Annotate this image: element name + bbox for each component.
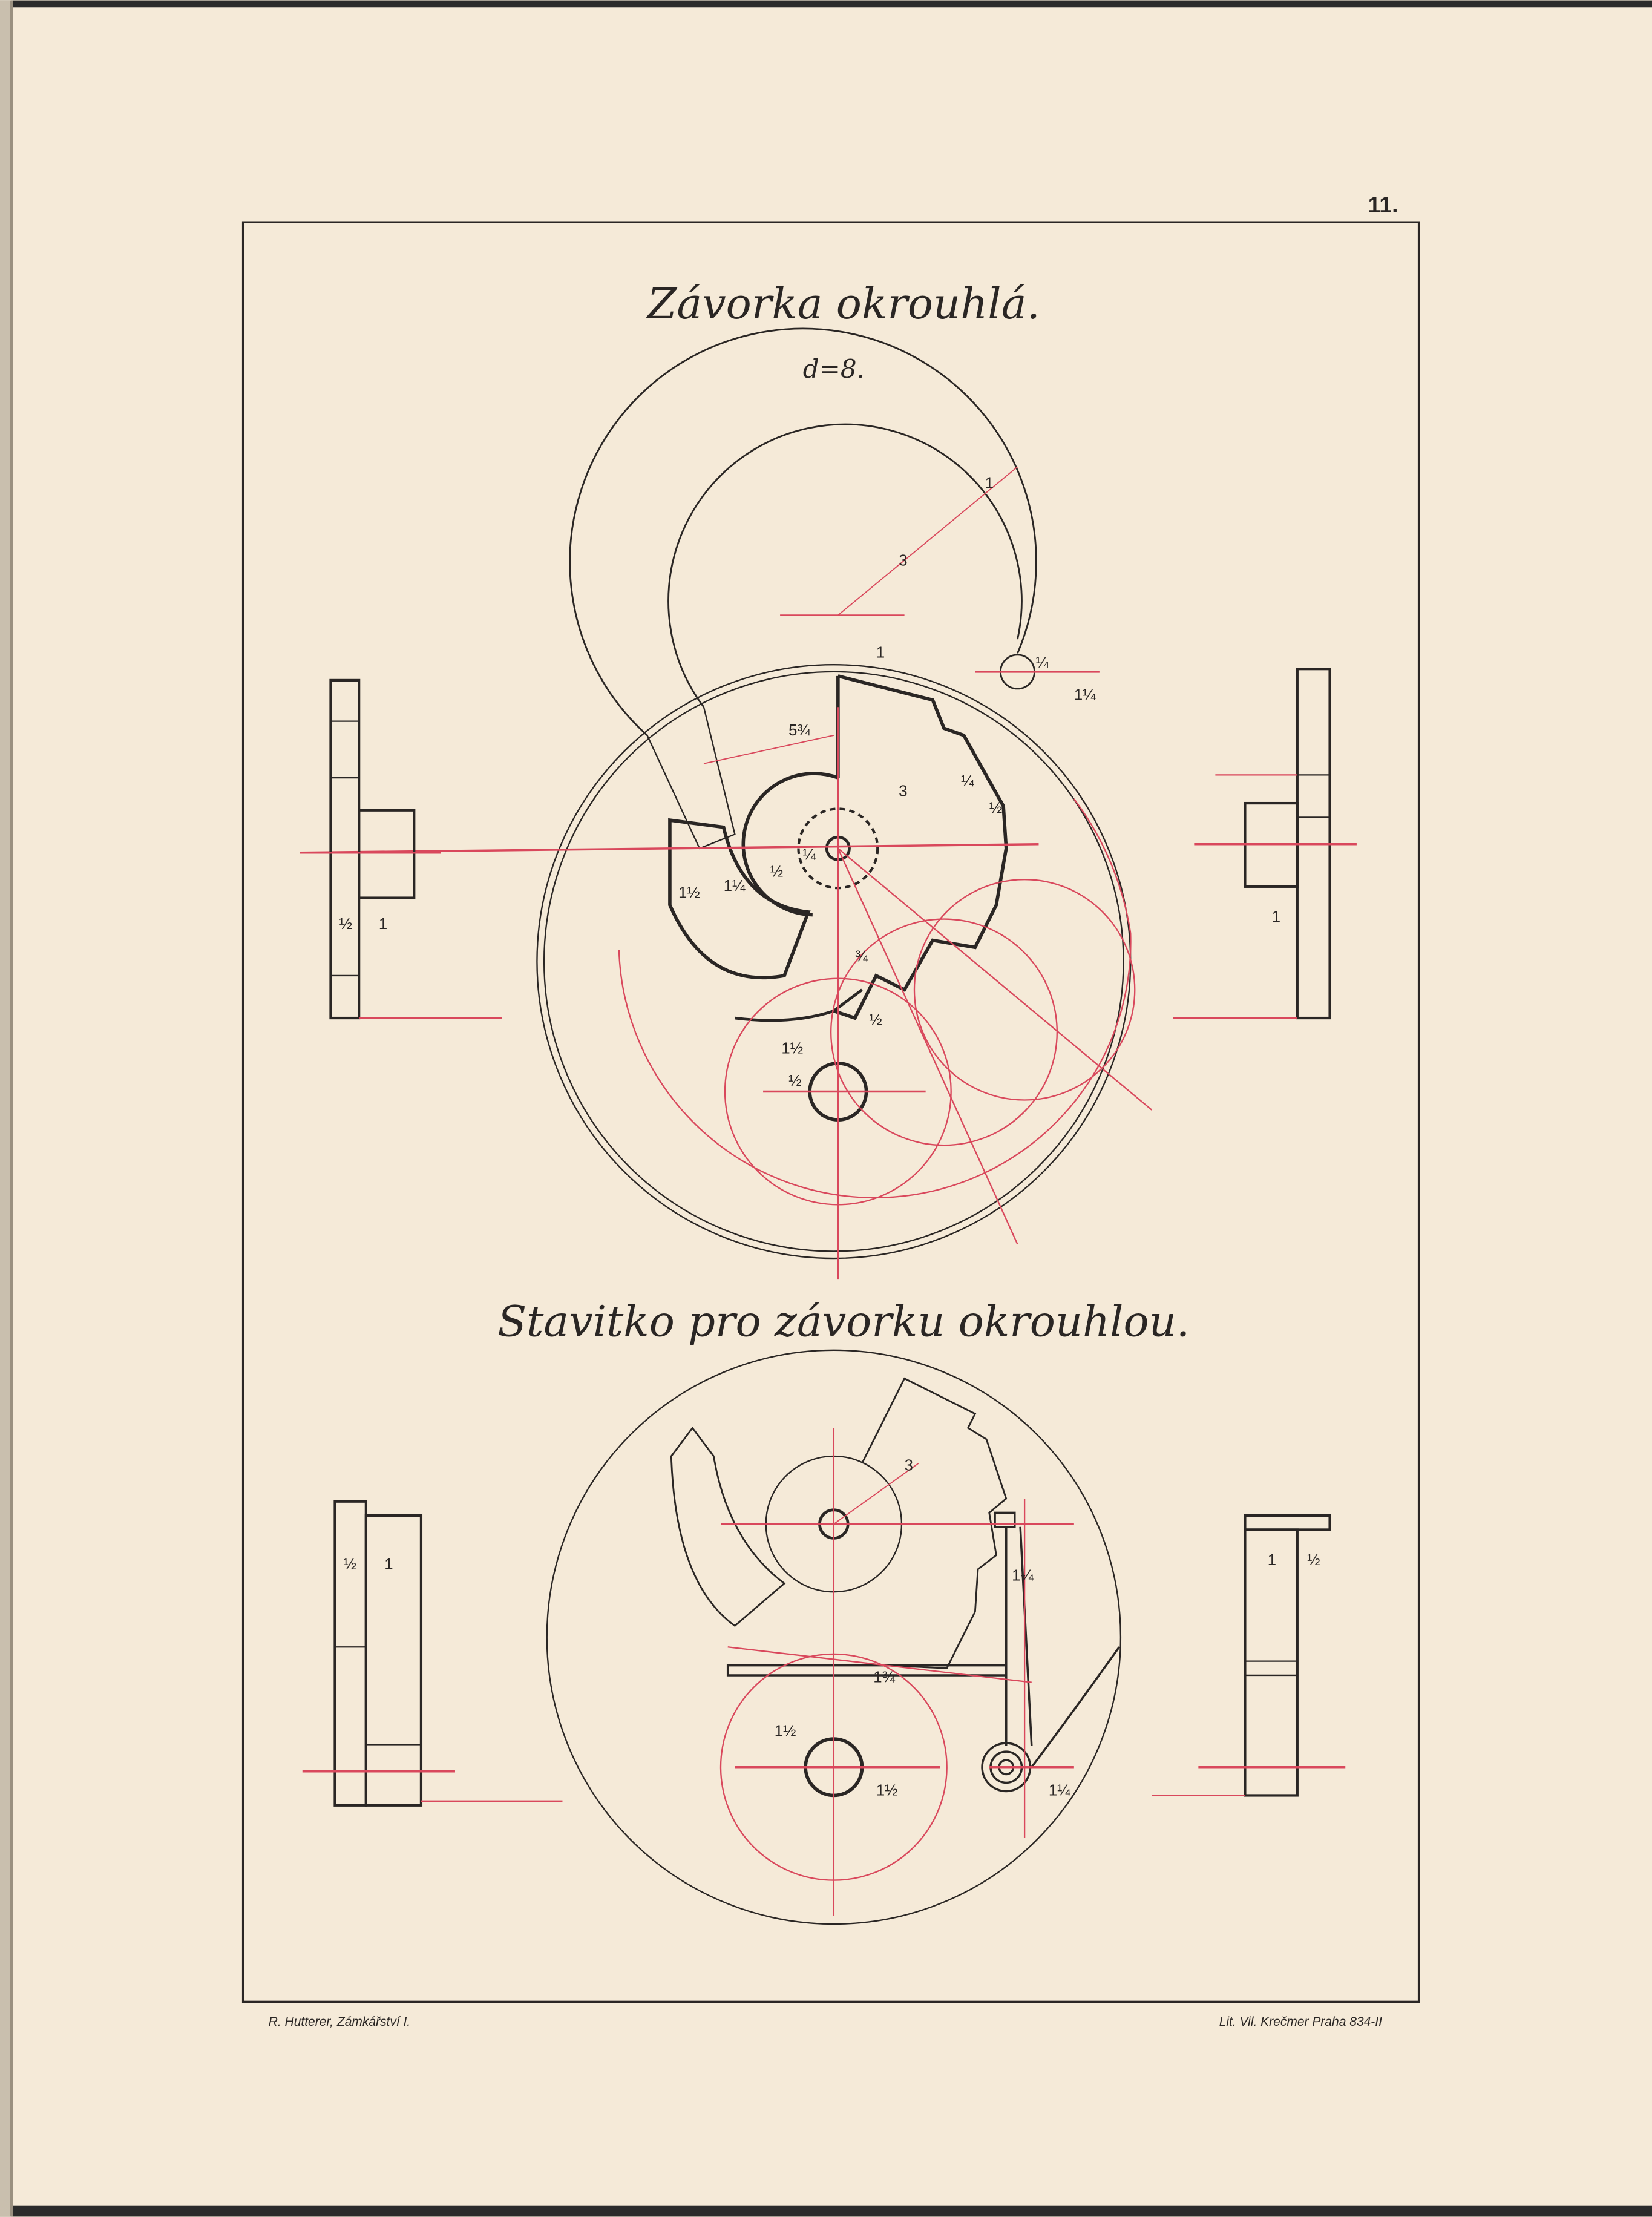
subtitle-top: d=8.	[803, 354, 865, 384]
dim-label: 1¼	[1074, 687, 1096, 704]
dim-label: 1¼	[1012, 1568, 1034, 1585]
dim-label: ½	[989, 800, 1002, 816]
dim-label: ½	[869, 1012, 882, 1029]
dim-label: ½	[343, 1556, 356, 1573]
dim-label: 5¾	[788, 722, 810, 739]
dim-label: 1¼	[1049, 1782, 1070, 1799]
title-top: Závorka okrouhlá.	[646, 279, 1040, 329]
dim-label: 1½	[781, 1040, 803, 1057]
footer-printer: Lit. Vil. Krečmer Praha 834-II	[1219, 2015, 1382, 2029]
dim-label: ½	[770, 864, 783, 881]
dim-label: ½	[1307, 1552, 1320, 1569]
dim-label: 1	[384, 1556, 393, 1573]
scan-top-edge	[0, 0, 1652, 8]
dim-label: 1	[1272, 908, 1280, 925]
page-number: 11.	[1368, 192, 1398, 217]
dim-label: 1½	[775, 1723, 796, 1739]
dim-label: 1¾	[873, 1669, 895, 1686]
dim-label: 3	[905, 1457, 913, 1474]
title-bottom: Stavitko pro závorku okrouhlou.	[497, 1296, 1190, 1346]
dim-label: 1	[1268, 1552, 1276, 1569]
dim-label: 3	[899, 783, 907, 800]
dim-label: ¼	[1036, 654, 1049, 671]
latch-drawing-top	[300, 327, 1357, 1280]
dim-label: 1½	[678, 885, 700, 902]
binding-edge	[0, 0, 11, 2217]
dim-label: 1	[379, 916, 387, 933]
dim-label: 1	[876, 645, 885, 662]
dim-label: 1¼	[724, 878, 746, 895]
dim-label: ½	[339, 916, 352, 933]
dim-label: 3	[899, 553, 907, 570]
dim-label: ½	[788, 1072, 801, 1089]
dim-label: ¾	[855, 948, 868, 965]
dimension-labels-bottom: 3 1¼ 1¾ 1½ 1½ 1¼ ½ 1 1 ½	[343, 1457, 1320, 1799]
setter-drawing-bottom	[302, 1349, 1346, 1925]
dim-label: ¼	[961, 773, 974, 790]
dim-label: 1½	[876, 1782, 898, 1799]
dim-label: ¼	[802, 846, 816, 863]
dim-label: 1	[985, 475, 994, 491]
scan-bottom-edge	[0, 2205, 1652, 2217]
dimension-labels-top: 1 3 5¾ 1 ¼ 1¼ 3 ¼ ½ 1¼ ½ ¼ 1½ ¾ ½ 1½ ½ 1…	[339, 475, 1280, 1089]
footer-author: R. Hutterer, Zámkářství I.	[269, 2015, 411, 2029]
plate-frame	[241, 221, 1420, 2003]
